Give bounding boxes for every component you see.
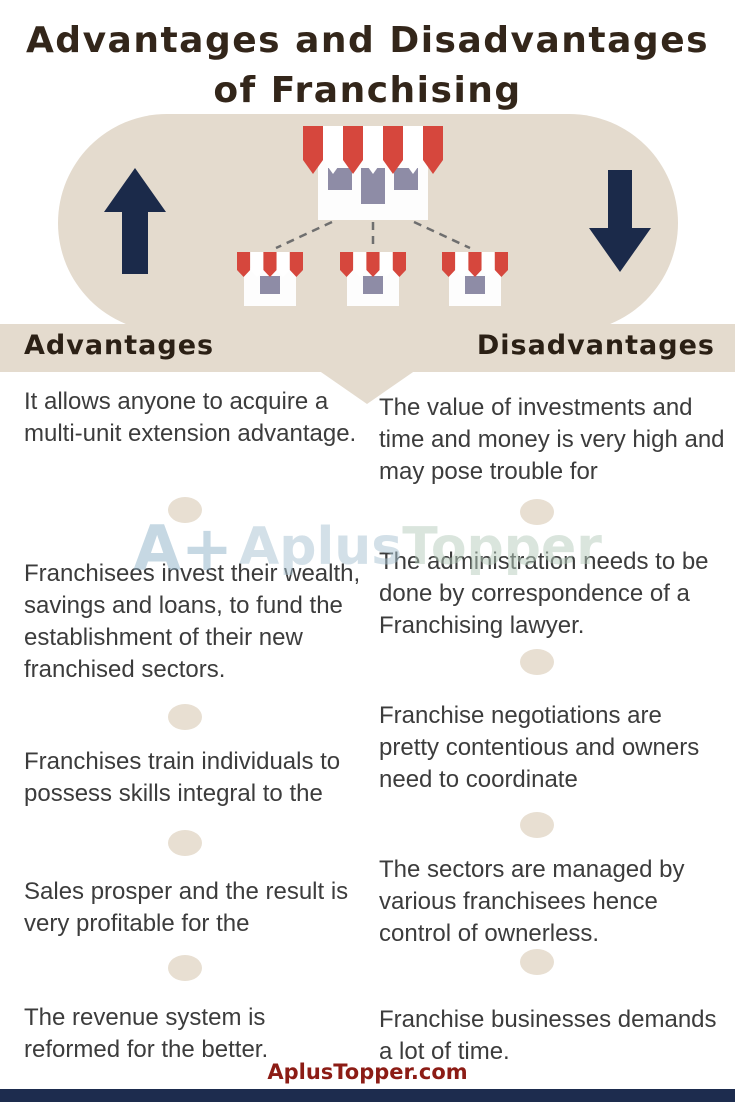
main-store-awning <box>303 126 443 174</box>
separator-dot <box>520 499 554 525</box>
disadvantage-item-3: Franchise negotiations are pretty conten… <box>379 702 700 793</box>
disadvantage-item-4: The sectors are managed by various franc… <box>379 856 685 947</box>
separator-dot <box>520 949 554 975</box>
advantages-header: Advantages <box>24 330 215 361</box>
franchise-connectors <box>275 220 471 250</box>
advantage-item-4: Sales prosper and the result is very pro… <box>24 878 349 937</box>
footer-site-name: AplusTopper.com <box>267 1060 468 1084</box>
separator-dot <box>168 704 202 730</box>
beige-banner-shape <box>0 114 735 404</box>
franchise-illustration <box>0 114 735 404</box>
small-store-icon <box>442 252 508 306</box>
separator-dot <box>168 830 202 856</box>
advantage-item-2: Franchisees invest their wealth, savings… <box>24 560 361 683</box>
up-arrow-icon <box>104 168 166 274</box>
separator-dot <box>520 812 554 838</box>
disadvantage-item-5: Franchise businesses demands a lot of ti… <box>379 1006 717 1065</box>
advantage-item-3: Franchises train individuals to possess … <box>24 748 341 807</box>
footer-bar <box>0 1089 735 1102</box>
main-store-icon <box>303 126 443 220</box>
title-line-1: Advantages and Disadvantages <box>25 20 710 61</box>
disadvantages-header: Disadvantages <box>476 330 715 361</box>
separator-dot <box>520 649 554 675</box>
down-arrow-icon <box>589 170 651 272</box>
title-line-2: of Franchising <box>213 70 522 111</box>
advantage-item-1: It allows anyone to acquire a multi-unit… <box>24 388 357 447</box>
page-title: Advantages and Disadvantages of Franchis… <box>0 16 735 116</box>
disadvantage-item-2: The administration needs to be done by c… <box>379 548 709 639</box>
advantage-item-5: The revenue system is reformed for the b… <box>24 1004 269 1063</box>
small-store-icon <box>340 252 406 306</box>
separator-dot <box>168 955 202 981</box>
separator-dot <box>168 497 202 523</box>
small-store-icon <box>237 252 303 306</box>
disadvantage-item-1: The value of investments and time and mo… <box>379 394 725 485</box>
